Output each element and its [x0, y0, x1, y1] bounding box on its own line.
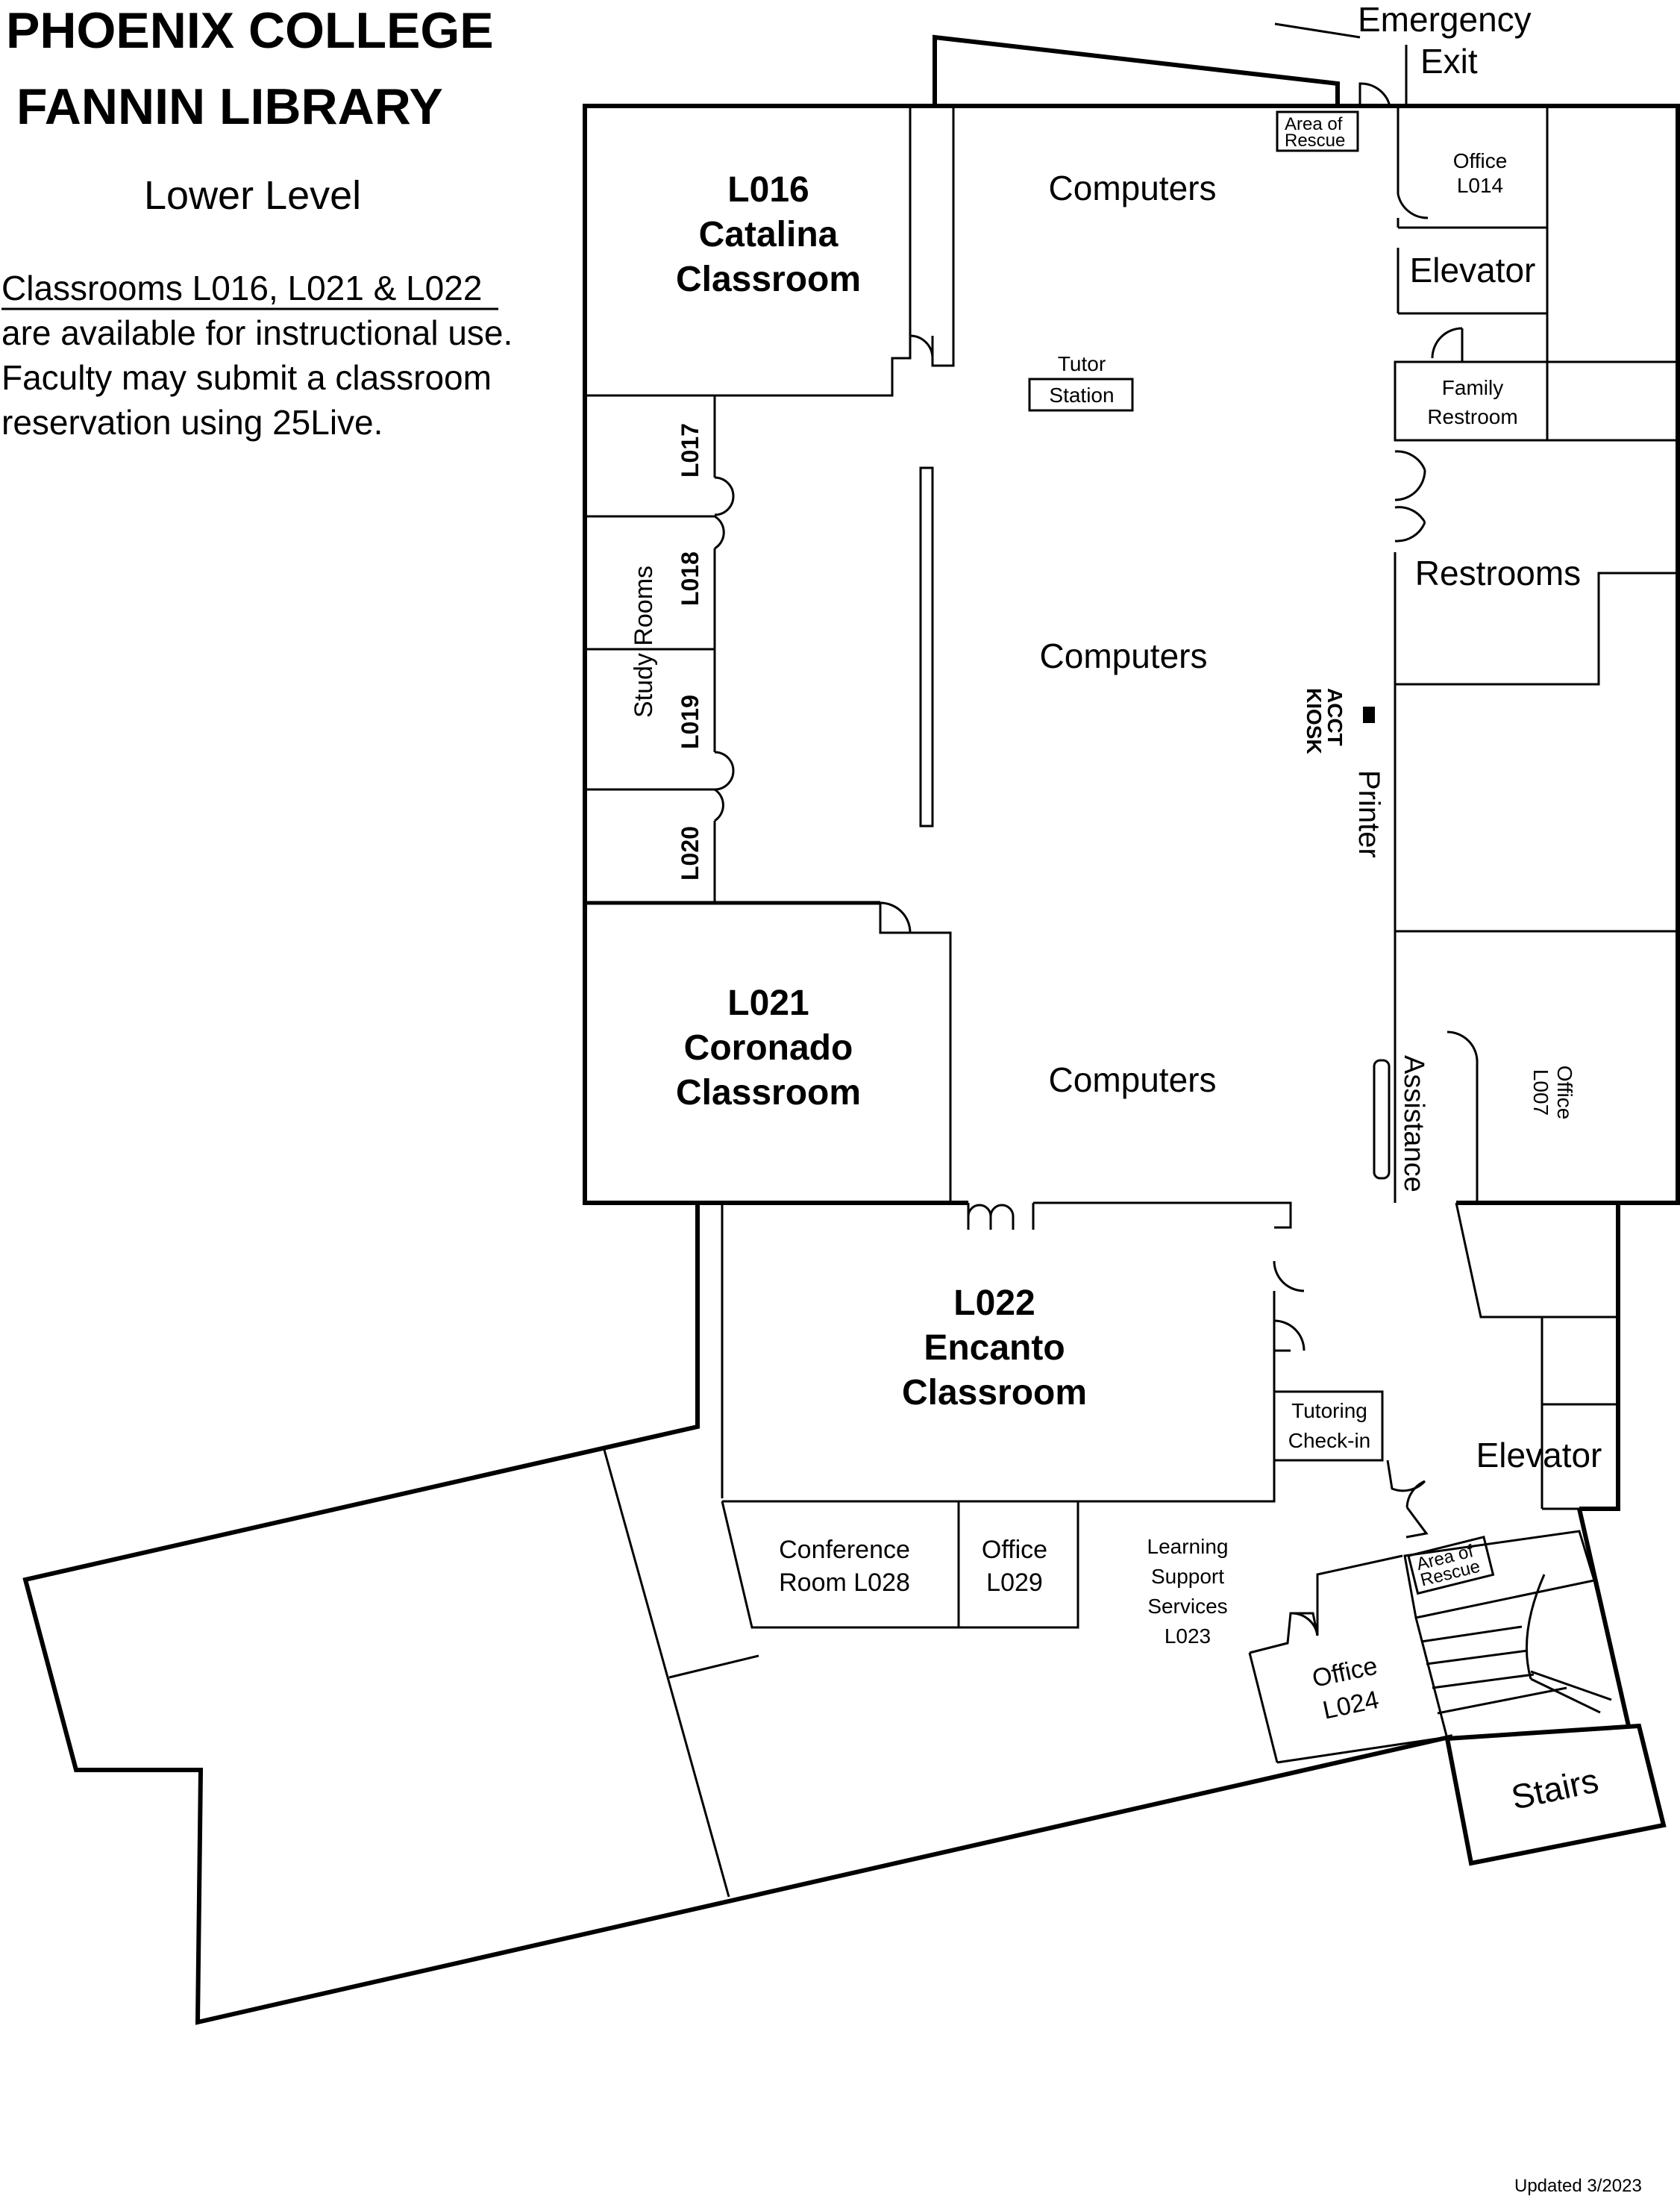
elevator-lower: Elevator	[1455, 1202, 1618, 1510]
study-rooms: L017 L018 L019 L020 Study Rooms	[585, 394, 735, 904]
level-label: Lower Level	[144, 173, 361, 218]
restrooms-label: Restrooms	[1415, 554, 1581, 592]
tutor-station-line1: Tutor	[1058, 352, 1106, 375]
restroom-door-2	[1394, 506, 1426, 542]
svg-text:Area of: Area of	[1285, 114, 1343, 134]
elevator-bottom-label: Elevator	[1476, 1436, 1602, 1474]
conference-line1: Conference	[779, 1536, 910, 1564]
l007-door	[1447, 1030, 1479, 1064]
tutoring-door	[1386, 1460, 1426, 1508]
emergency-exit-door	[1358, 82, 1391, 107]
tutoring-checkin-box	[1273, 1390, 1384, 1462]
l022-double-door	[967, 1203, 1035, 1230]
l022-number: L022	[953, 1283, 1035, 1323]
assistance-desk	[1373, 1059, 1391, 1180]
room-l022: L022 Encanto Classroom	[698, 1201, 1306, 1503]
l021-type: Classroom	[676, 1073, 861, 1113]
l016-door	[909, 334, 934, 359]
tutor-station-line2: Station	[1049, 384, 1114, 407]
l021-door	[880, 901, 912, 933]
l022-door-east-1	[1273, 1260, 1305, 1292]
computers-area: Computers Computers Computers Tutor Stat…	[919, 169, 1385, 1099]
building-outline	[22, 22, 1680, 2025]
restroom-door-1	[1394, 450, 1426, 501]
stairs-box	[1444, 1723, 1667, 1866]
classroom-note-line3: Faculty may submit a classroom	[1, 358, 492, 397]
family-restroom-line2: Restroom	[1427, 405, 1517, 428]
computers-label-1: Computers	[1049, 169, 1217, 207]
office-l024-line2: L024	[1320, 1686, 1382, 1725]
classroom-note-link[interactable]: Classrooms L016, L021 & L022	[1, 269, 482, 307]
l014-door	[1397, 193, 1429, 219]
computers-label-3: Computers	[1049, 1060, 1217, 1099]
emergency-exit-line2: Exit	[1420, 42, 1478, 81]
l019-door	[714, 751, 735, 791]
l019-label: L019	[677, 695, 703, 749]
l024-door	[1290, 1612, 1319, 1636]
l021-name: Coronado	[684, 1028, 853, 1068]
kiosk-line2: KIOSK	[1303, 688, 1326, 754]
family-restroom-box	[1394, 360, 1679, 442]
lss-line2: Support	[1151, 1565, 1224, 1588]
l022-name: Encanto	[924, 1328, 1065, 1368]
lss-line4: L023	[1165, 1624, 1211, 1648]
l020-label: L020	[677, 826, 703, 881]
conference-line2: Room L028	[779, 1568, 910, 1597]
tutoring-line1: Tutoring	[1291, 1399, 1367, 1422]
area-of-rescue-top: Area of Rescue	[1276, 110, 1359, 152]
lss-line3: Services	[1147, 1595, 1227, 1618]
office-l007-line1: Office	[1553, 1066, 1576, 1120]
svg-text:Rescue: Rescue	[1285, 131, 1345, 151]
computer-table	[919, 466, 934, 828]
l016-type: Classroom	[676, 260, 861, 299]
l016-number: L016	[727, 170, 809, 210]
l020-door	[714, 788, 724, 822]
stairs-label: Stairs	[1508, 1760, 1602, 1816]
study-rooms-label: Study Rooms	[630, 566, 658, 718]
computers-label-2: Computers	[1040, 636, 1208, 675]
room-l016: L016 Catalina Classroom	[585, 106, 955, 397]
office-l014-line2: L014	[1457, 174, 1503, 197]
family-restroom-line1: Family	[1442, 376, 1503, 399]
tutoring-line2: Check-in	[1288, 1429, 1370, 1452]
printer-label: Printer	[1353, 770, 1385, 858]
east-rooms: Office L014 Elevator Family Restroom Res…	[1373, 106, 1679, 1203]
emergency-exit-line1: Emergency	[1358, 0, 1532, 39]
area-of-rescue-bottom: Area of Rescue	[1407, 1536, 1495, 1595]
l022-type: Classroom	[902, 1373, 1087, 1413]
room-l021: L021 Coronado Classroom	[585, 901, 952, 1203]
l021-number: L021	[727, 983, 809, 1023]
office-l014-line1: Office	[1453, 149, 1508, 172]
family-restroom-door	[1431, 327, 1463, 359]
south-rooms: Conference Room L028 Office L029 Learnin…	[721, 1390, 1453, 1764]
elevator-top-label: Elevator	[1410, 251, 1536, 290]
map-title-line1: PHOENIX COLLEGE	[6, 2, 494, 59]
classroom-note-line2: are available for instructional use.	[1, 313, 513, 352]
assistance-label: Assistance	[1398, 1055, 1429, 1192]
office-l029-line1: Office	[982, 1536, 1047, 1564]
l022-door-east-2	[1273, 1319, 1306, 1351]
l016-name: Catalina	[699, 215, 839, 254]
updated-date: Updated 3/2023	[1514, 2176, 1642, 2196]
tutor-station-box	[1028, 378, 1134, 412]
map-title-line2: FANNIN LIBRARY	[16, 78, 443, 135]
l017-door	[714, 476, 735, 516]
l018-label: L018	[677, 551, 703, 606]
l018-door	[714, 515, 725, 550]
lss-line1: Learning	[1147, 1535, 1229, 1558]
office-l029-line2: L029	[986, 1568, 1043, 1597]
classroom-note-line4: reservation using 25Live.	[1, 403, 383, 442]
l017-label: L017	[677, 423, 703, 478]
kiosk-line1: ACCT	[1323, 688, 1347, 746]
office-l007-line2: L007	[1529, 1069, 1552, 1116]
kiosk-icon	[1363, 707, 1375, 723]
